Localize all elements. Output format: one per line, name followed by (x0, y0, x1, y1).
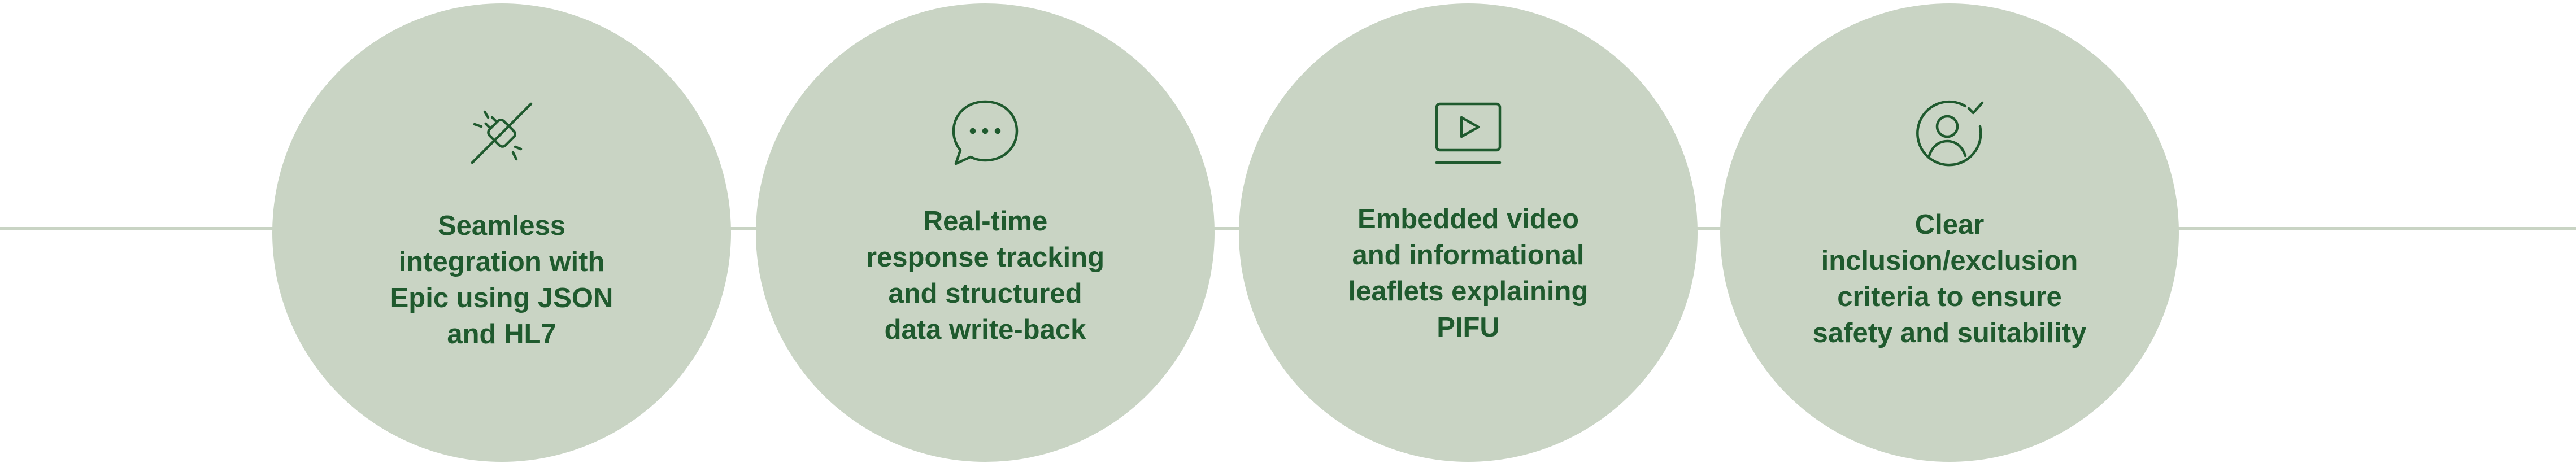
feature-label-video: Embedded video and informational leaflet… (1348, 204, 1589, 343)
plug-disconnect-icon (462, 94, 541, 173)
feature-label-criteria: Clear inclusion/exclusion criteria to en… (1812, 209, 2087, 348)
feature-circle-criteria: Clear inclusion/exclusion criteria to en… (1720, 3, 2179, 462)
feature-label-tracking: Real-time response tracking and structur… (865, 206, 1105, 345)
user-check-icon (1910, 94, 1989, 173)
feature-circle-integration: Seamless integration with Epic using JSO… (272, 3, 731, 462)
feature-circle-video: Embedded video and informational leaflet… (1239, 3, 1698, 462)
feature-circle-tracking: Real-time response tracking and structur… (756, 3, 1215, 462)
video-player-icon (1429, 94, 1508, 173)
feature-label-integration: Seamless integration with Epic using JSO… (390, 211, 613, 350)
chat-bubble-icon (946, 94, 1025, 173)
